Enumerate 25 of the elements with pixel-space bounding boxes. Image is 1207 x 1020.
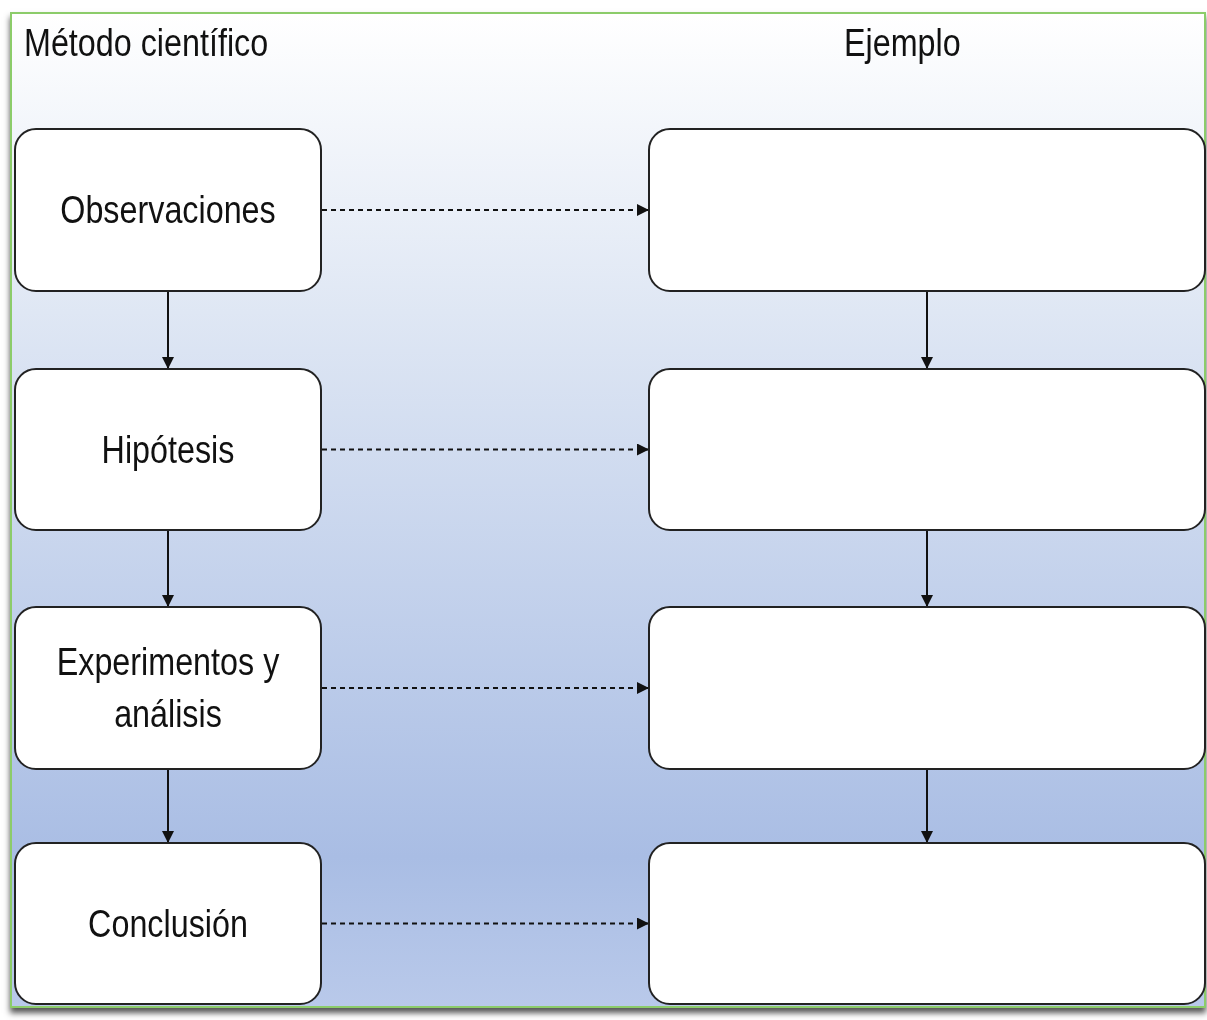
background-panel xyxy=(10,12,1206,1008)
process-box xyxy=(14,368,322,531)
empty-box xyxy=(648,128,1206,292)
process-box xyxy=(14,128,322,292)
empty-box xyxy=(648,842,1206,1005)
arrow xyxy=(162,530,174,607)
column-heading: Ejemplo xyxy=(844,22,961,65)
arrow xyxy=(162,291,174,369)
step-label: Conclusión xyxy=(87,901,249,947)
arrow xyxy=(921,530,933,607)
process-box xyxy=(14,842,322,1005)
empty-box xyxy=(648,368,1206,531)
step-label: Hipótesis xyxy=(100,427,236,473)
empty-box xyxy=(648,606,1206,770)
step-label: Experimentos y análisis xyxy=(55,640,281,737)
column-heading: Método científico xyxy=(24,22,269,65)
step-label: Observaciones xyxy=(59,188,277,233)
process-box xyxy=(14,606,322,770)
arrow xyxy=(921,769,933,843)
arrow xyxy=(162,769,174,843)
arrow xyxy=(321,917,649,930)
arrow xyxy=(321,443,649,456)
arrow xyxy=(321,682,649,694)
arrow xyxy=(321,204,649,216)
arrow xyxy=(921,291,933,369)
